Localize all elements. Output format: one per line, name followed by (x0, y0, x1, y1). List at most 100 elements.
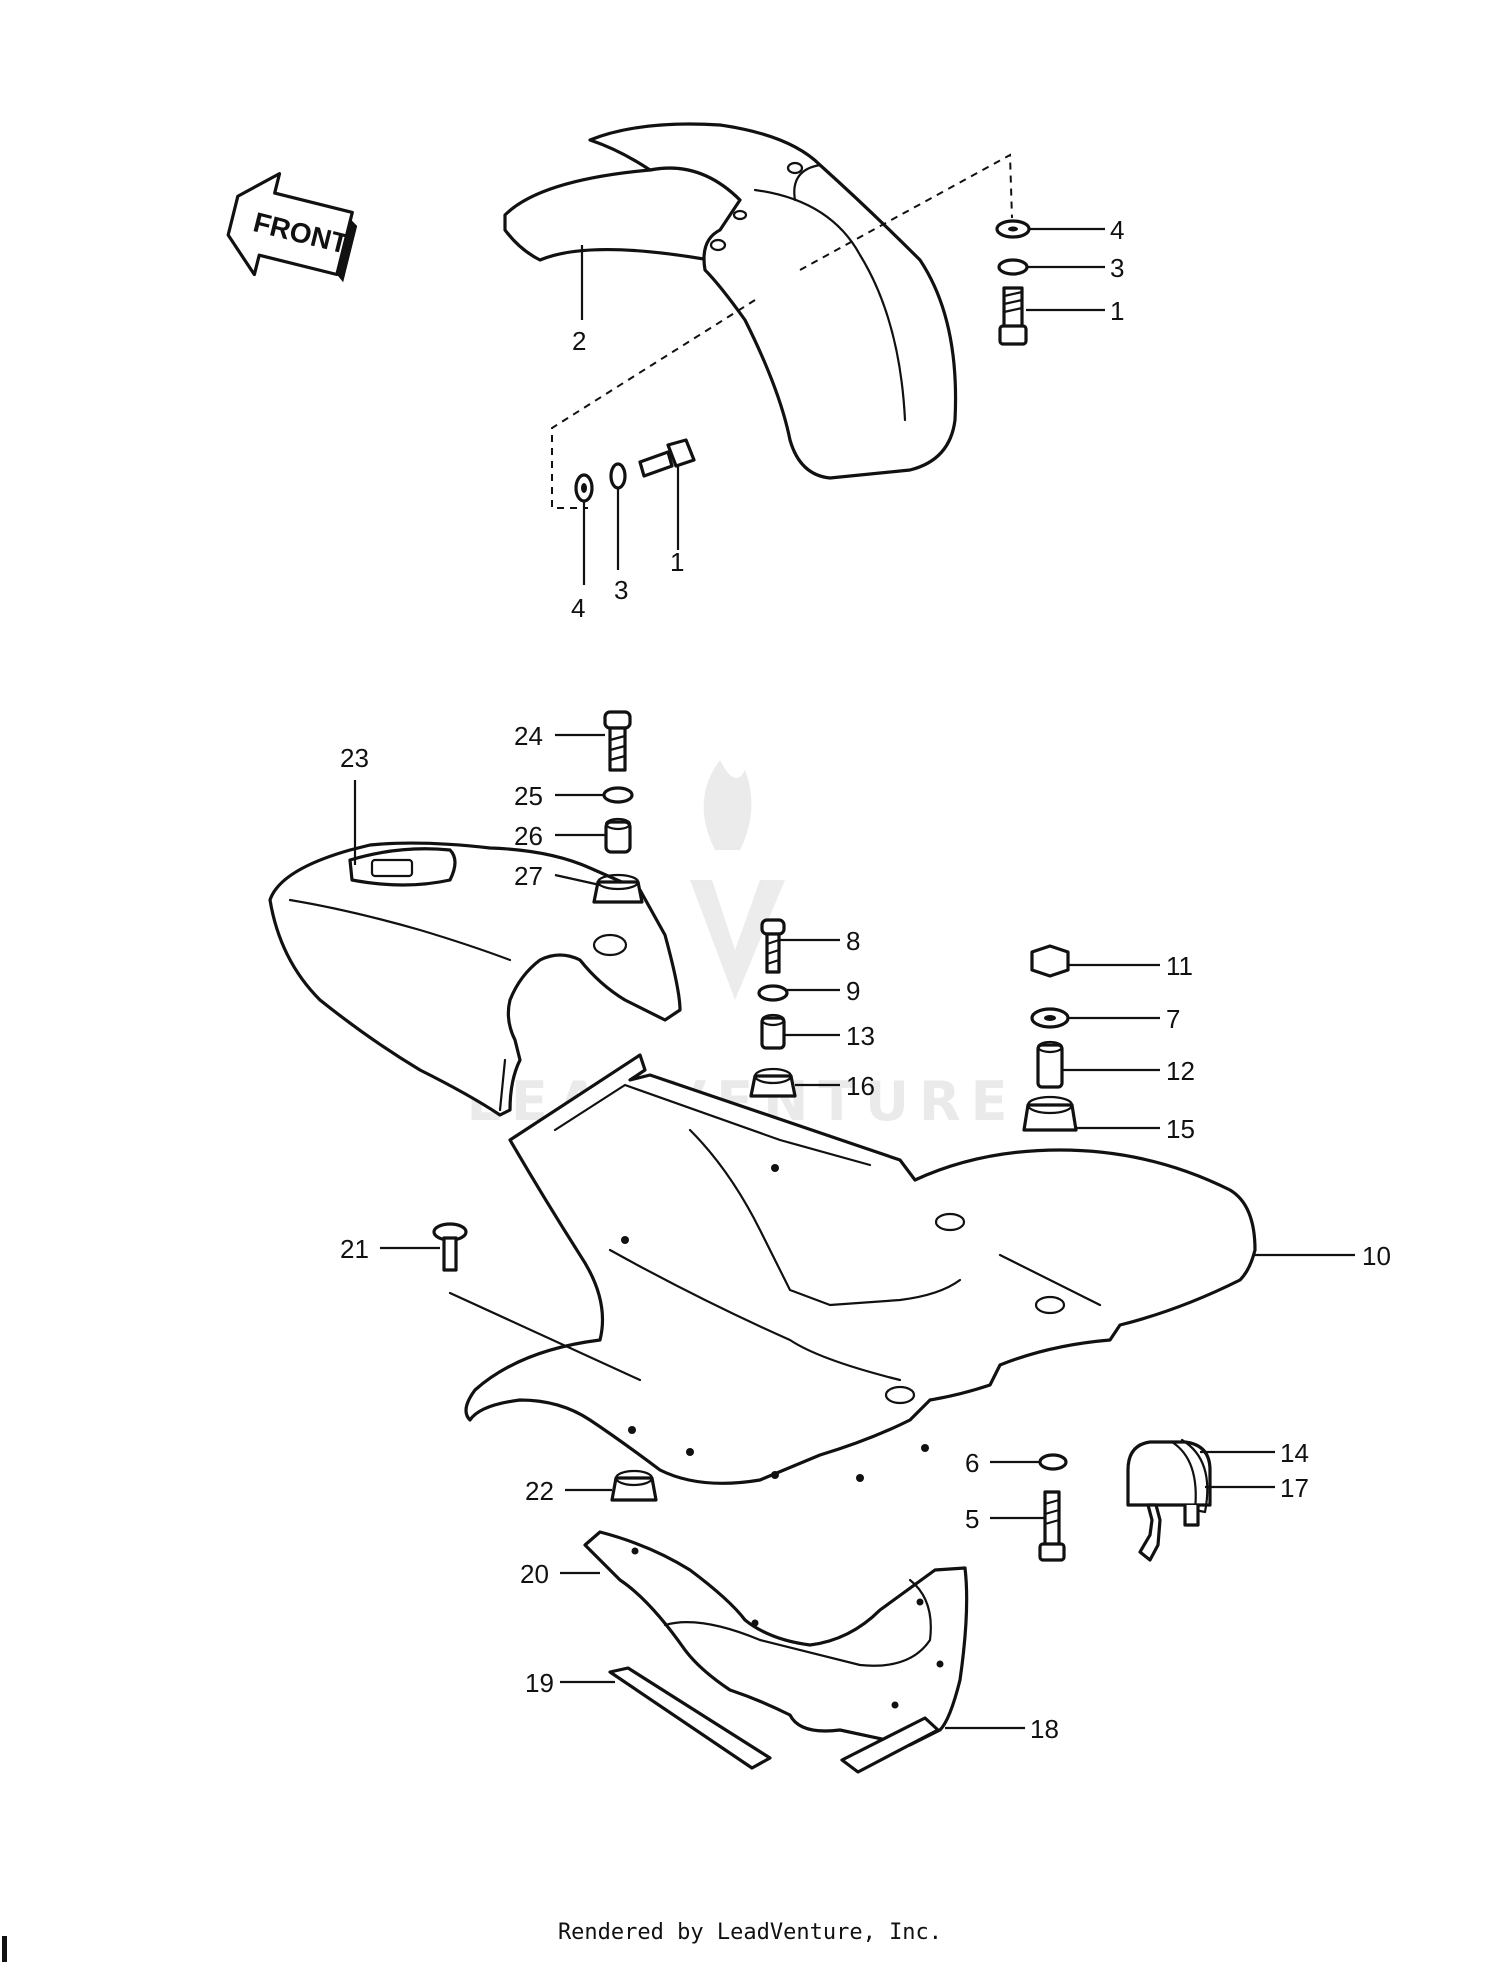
clamp-14-17 (1126, 1438, 1212, 1562)
clamp-17-foot (1183, 1503, 1200, 1527)
callout-label: 14 (1280, 1438, 1309, 1468)
front-fender-hole (732, 209, 748, 221)
rear-fender-crease (608, 1248, 902, 1382)
callout-label: 19 (525, 1668, 554, 1698)
bolt-5-thread (1043, 1498, 1061, 1526)
callout-label: 2 (572, 326, 586, 356)
collar-13-icon (760, 1016, 786, 1050)
collar-12-top (1036, 1040, 1064, 1054)
rear-fender-hole (884, 1385, 916, 1405)
lock-washer-3-icon (609, 462, 627, 490)
cover-mount-hole (592, 933, 628, 957)
grommet-22-top (614, 1469, 654, 1487)
lock-washer-9-icon (757, 984, 789, 1002)
lock-washer-3-icon (997, 258, 1029, 276)
guard-plate-rivet (891, 1701, 899, 1709)
callout-label: 18 (1030, 1714, 1059, 1744)
washer-7-hole (1044, 1015, 1056, 1021)
bolt-24-head-icon (603, 710, 632, 730)
bolt-21-shank-icon (442, 1236, 458, 1272)
callout-label: 24 (514, 721, 543, 751)
rear-fender-rivet (686, 1448, 694, 1456)
hardware-stack-8-16 (749, 918, 797, 1098)
callout-label: 25 (514, 781, 543, 811)
callout-label: 20 (520, 1559, 549, 1589)
edge-mark (2, 1936, 7, 1962)
callout-label: 11 (1166, 951, 1193, 981)
hardware-upper-right (995, 219, 1031, 346)
callout-label: 17 (1280, 1473, 1309, 1503)
grommet-15-top (1026, 1095, 1074, 1115)
callout-label: 4 (1110, 215, 1124, 245)
bolt-1-head-icon (998, 324, 1028, 346)
callout-label: 6 (965, 1448, 979, 1478)
rear-fender-rivet (921, 1444, 929, 1452)
part-2-front-fender (503, 122, 958, 480)
front-fender-lip (793, 163, 822, 202)
cover-edge-line (288, 898, 512, 962)
callout-label: 26 (514, 821, 543, 851)
collar-13-top (760, 1013, 786, 1027)
hardware-6-5 (1038, 1453, 1068, 1562)
collar-26-top (604, 817, 632, 831)
washer-4-hole (1008, 226, 1018, 232)
part-21-bolt (432, 1222, 468, 1272)
rear-fender-edge (998, 1253, 1102, 1307)
callout-label: 1 (1110, 296, 1124, 326)
watermark-v-icon (690, 880, 785, 1000)
hardware-stack-24-27 (592, 710, 644, 904)
guard-plate-rivet (916, 1598, 924, 1606)
watermark-flame-icon (703, 760, 752, 850)
guard-plate-rivet (751, 1619, 759, 1627)
bolt-5-head-icon (1038, 1542, 1066, 1562)
callout-label: 23 (340, 743, 369, 773)
callout-label: 7 (1166, 1004, 1180, 1034)
rear-fender-rivet (771, 1164, 779, 1172)
bolt-1-head-icon (666, 438, 696, 468)
front-fender-hole (786, 161, 804, 175)
front-direction-arrow: FRONT (226, 172, 358, 283)
part-18-strip (840, 1716, 940, 1774)
bolt-8-head-icon (760, 918, 786, 936)
leader-27 (554, 873, 601, 887)
callout-label: 9 (846, 976, 860, 1006)
callout-label: 3 (614, 575, 628, 605)
guard-plate-rivet (936, 1660, 944, 1668)
callout-label: 22 (525, 1476, 554, 1506)
rear-fender-body (464, 1053, 1257, 1485)
lock-washer-25-icon (602, 786, 634, 804)
callout-label: 5 (965, 1504, 979, 1534)
bolt-24-thread (608, 734, 627, 762)
front-fender-hole (709, 238, 727, 252)
rear-fender-rivet (621, 1236, 629, 1244)
rear-fender-rivet (628, 1426, 636, 1434)
cap-nut-11-icon (1030, 944, 1070, 978)
guard-plate-cutout (663, 1578, 932, 1667)
collar-12-icon (1036, 1043, 1064, 1089)
callout-label: 21 (340, 1234, 369, 1264)
clamp-14-icon (1126, 1440, 1212, 1507)
callout-label: 8 (846, 926, 860, 956)
tie-17-icon (1138, 1503, 1162, 1562)
collar-26-icon (604, 820, 632, 854)
callout-label: 12 (1166, 1056, 1195, 1086)
washer-6-icon (1038, 1453, 1068, 1471)
guard-plate-rivet (631, 1547, 639, 1555)
grommet-16-top (753, 1067, 793, 1085)
callout-label: 16 (846, 1071, 875, 1101)
callout-label: 13 (846, 1021, 875, 1051)
assembly-line-bolt-21 (448, 1291, 642, 1382)
part-23-cover (268, 841, 682, 1117)
rear-fender-inner-frame (553, 1083, 872, 1167)
cover-recess (370, 858, 414, 878)
cover-body (268, 841, 682, 1117)
part-19-strip (608, 1666, 772, 1770)
washer-4-hole (581, 483, 587, 493)
front-fender-body (588, 122, 958, 480)
part-10-rear-fender (464, 1053, 1257, 1485)
footer-credit: Rendered by LeadVenture, Inc. (557, 1920, 943, 1945)
rear-fender-rivet (856, 1474, 864, 1482)
hardware-stack-11-15 (1022, 944, 1078, 1132)
